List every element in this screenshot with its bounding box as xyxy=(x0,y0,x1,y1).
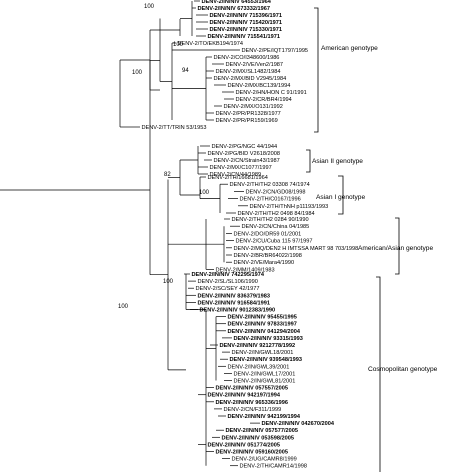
leaf-label: DENV-2/IN/NIV 059160/2005 xyxy=(216,450,288,456)
leaf-label: DENV-2/CU/Cuba 115 97/1997 xyxy=(236,239,313,245)
leaf-label: DENV-2/VE/Ven2/1987 xyxy=(226,62,284,68)
leaf-label: DENV-2/TH/TH2 0284 90/1990 xyxy=(232,217,309,223)
leaf-label: DENV-2/IN/NIV 042670/2004 xyxy=(262,421,335,427)
leaf-label: DENV-2/IN/NIV 942197/1994 xyxy=(208,393,281,399)
leaf-label: DENV-2/IN/NIV 057577/2005 xyxy=(226,428,298,434)
leaf-label: DENV-2/IN/NIV 715420/1971 xyxy=(210,20,282,26)
cosmo-genotype-bracket xyxy=(376,276,381,472)
leaf-label: DENV-2/UG/CAMR8/1999 xyxy=(232,457,297,463)
bootstrap-value: 100 xyxy=(132,70,143,76)
leaf-label: DENV-2/IN/GWL18/2001 xyxy=(232,350,294,356)
tree-branches xyxy=(0,0,260,467)
leaf-label: DENV-2/TH/16681/1964 xyxy=(208,175,268,181)
leaf-label: DENV-2/CR/BR4/1994 xyxy=(236,97,292,103)
leaf-label: DENV-2/PE/IQT1797/1995 xyxy=(242,48,309,54)
leaf-label: DENV-2/MX/C1077/1997 xyxy=(210,165,272,171)
leaf-label: DENV-2/IN/NIV 93315/1993 xyxy=(234,336,303,342)
leaf-label: DENV-2/IN/NIV 715396/1971 xyxy=(210,13,282,19)
leaf-label: DENV-2/CN/44/1989 xyxy=(210,172,262,178)
leaf-label: DENV-2/IN/GWL81/2001 xyxy=(234,379,296,385)
leaf-label: DENV-2/IN/NIV 9012383/1990 xyxy=(200,308,276,314)
american-genotype-bracket xyxy=(314,7,319,133)
bootstrap-value: 82 xyxy=(164,172,171,178)
cosmo-genotype-label: Cosmopolitan genotype xyxy=(368,366,438,373)
leaf-label: DENV-2/PR/PR159/1969 xyxy=(216,118,278,124)
leaf-label: DENV-2/MX/BID V2945/1984 xyxy=(214,76,287,82)
asian2-genotype-label: Asian II genotype xyxy=(312,158,363,165)
leaf-label: DENV-2/IN/NIV 836379/1983 xyxy=(198,293,270,299)
leaf-label: DENV-2/IN/NIV 97833/1997 xyxy=(228,322,297,328)
leaf-label: DENV-2/SL/SL106/1990 xyxy=(198,279,258,285)
leaf-label: DENV-2/TH/TH2 03308 74/1974 xyxy=(230,182,310,188)
leaf-label: DENV-2/PG/NGC 44/1944 xyxy=(212,144,278,150)
leaf-label: DENV-2/IN/NIV 053598/2005 xyxy=(222,435,294,441)
leaf-label: DENV-2/IN/NIV 673332/1967 xyxy=(198,6,270,12)
leaf-label: DENV-2/TO/EKB194/1974 xyxy=(178,41,244,47)
leaf-label: DENV-2/IN/GWL39/2001 xyxy=(228,364,290,370)
leaf-label: DENV-2/IN/NIV 715330/1971 xyxy=(210,27,282,33)
leaf-label: DENV-2/MQ/DEN2 H IMTSSA MART 98 703/1998 xyxy=(234,246,359,252)
leaf-label: DENV-2/SC/SEY 42/1977 xyxy=(196,286,260,292)
leaf-label: DENV-2/IN/NIV 939548/1993 xyxy=(230,357,302,363)
leaf-label: DENV-2/MX/BC139/1994 xyxy=(228,83,291,89)
leaf-label: DENV-2/CN/GD08/1998 xyxy=(246,189,306,195)
bootstrap-value: 100 xyxy=(118,304,129,310)
leaf-label: DENV-2/VE/Mara4/1990 xyxy=(234,260,295,266)
leaf-label: DENV-2/IN/NIV 057557/2005 xyxy=(216,386,288,392)
leaf-label: DENV-2/CO/I348600/1986 xyxy=(214,55,280,61)
american-genotype-label: American genotype xyxy=(321,45,378,52)
asian2-genotype-bracket xyxy=(306,149,311,173)
leaf-label: DENV-2/IN/NIV 041294/2004 xyxy=(228,329,301,335)
leaf-label: DENV-2/IN/NIV 95455/1995 xyxy=(228,315,297,321)
amasian-genotype-bracket xyxy=(395,217,400,275)
leaf-label: DENV-2/TH/C0167/1996 xyxy=(240,197,301,203)
leaf-label: DENV-2/IN/NIV 965336/1996 xyxy=(216,400,288,406)
leaf-label: DENV-2/DO/DR59 01/2001 xyxy=(234,231,302,237)
leaf-label: DENV-2/PR/PR1328/1977 xyxy=(216,111,281,117)
leaf-label: DENV-2/MX/O131/1992 xyxy=(224,104,283,110)
leaf-label: DENV-2/IN/NIV 051774/2005 xyxy=(208,442,280,448)
leaf-label: DENV-2/IN/NIV 742295/1974 xyxy=(192,272,265,278)
leaf-label: DENV-2/CN/Strain43/1987 xyxy=(214,158,280,164)
leaf-label: DENV-2/CN/F311/1999 xyxy=(224,407,282,413)
leaf-label: DENV-2/HN/HON C 91/1991 xyxy=(236,90,307,96)
leaf-label: DENV-2/TH/ThNH p11193/1993 xyxy=(250,204,329,210)
leaf-label: DENV-2/BR/BR64022/1998 xyxy=(234,253,302,259)
leaf-label: DENV-2/IN/NIV 916584/1991 xyxy=(198,300,270,306)
leaf-label: DENV-2/IN/NIV 64553/1964 xyxy=(202,0,272,5)
asian1-genotype-label: Asian I genotype xyxy=(316,194,365,201)
bootstrap-value: 100 xyxy=(163,279,174,285)
leaf-label: DENV-2/IN/GWL17/2001 xyxy=(234,371,296,377)
bootstrap-value: 100 xyxy=(199,190,210,196)
leaf-label: DENV-2/TT/TRIN 53/1953 xyxy=(142,125,207,131)
leaf-label: DENV-2/IN/NIV 942199/1994 xyxy=(228,414,301,420)
bootstrap-value: 94 xyxy=(182,68,189,74)
leaf-label: DENV-2/CN/China 04/1985 xyxy=(242,224,310,230)
leaf-label: DENV-2/TH/TH2 0498 84/1984 xyxy=(238,211,315,217)
bootstrap-value: 100 xyxy=(144,4,155,10)
leaf-label: DENV-2/MX/SL1482/1984 xyxy=(216,69,281,75)
asian1-genotype-bracket xyxy=(338,175,344,215)
leaf-label: DENV-2/IN/NIV 715541/1971 xyxy=(208,34,280,40)
leaf-label: DENV-2/TH/CAMR14/1998 xyxy=(240,464,307,470)
leaf-label: DENV-2/IN/NIV 9212778/1992 xyxy=(220,343,296,349)
amasian-genotype-label: American/Asian genotype xyxy=(358,245,433,252)
leaf-label: DENV-2/MM/1409/1983 xyxy=(216,267,275,273)
leaf-label: DENV-2/PG/BID V2618/2008 xyxy=(208,151,280,157)
bootstrap-value: 100 xyxy=(173,42,184,48)
